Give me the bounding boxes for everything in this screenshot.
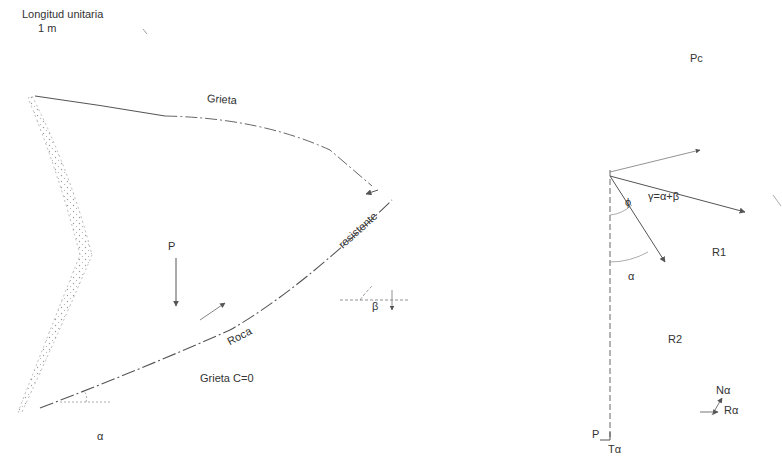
force-label: Tα [608,443,621,455]
bottom-crack [40,200,392,408]
force-r [700,412,718,413]
force-label: Rα [724,404,738,416]
material-label: Roca [225,325,253,348]
top-crack [165,116,372,186]
force-r1 [610,176,745,212]
force-p-base [600,432,610,440]
angle-label: α [628,270,634,282]
force-arrow [200,303,225,320]
slope-face [18,96,92,412]
force-label: P [168,240,175,252]
force-label: Pc [690,52,703,64]
force-label: R1 [712,246,726,258]
top-crack [35,96,165,116]
force-label: Nα [716,384,730,396]
alpha-arc [610,252,648,262]
beta-angle [340,286,410,300]
dimension-label: Longitud unitaria [22,8,103,20]
alpha-angle [60,391,110,402]
force-label: P [592,428,599,440]
weight-arrow [176,258,177,306]
angle-label: ϕ [625,196,631,208]
force-r2 [610,176,665,262]
angle-label: α [97,430,103,442]
crack-label: Grieta [207,92,238,106]
material-label: resistente [336,210,380,251]
dimension-label: 1 m [38,22,56,34]
force-pc [610,150,700,172]
small-arrow [773,195,781,206]
beta-arrow [392,290,393,310]
force-label: R2 [668,333,682,345]
crack-label: Grieta C=0 [200,372,254,384]
unit-length-mark [143,29,147,34]
crack-arrow [366,190,378,194]
force-polygon-vertical [610,170,611,440]
angle-label: γ=α+β [648,190,679,202]
angle-label: β [372,300,378,312]
